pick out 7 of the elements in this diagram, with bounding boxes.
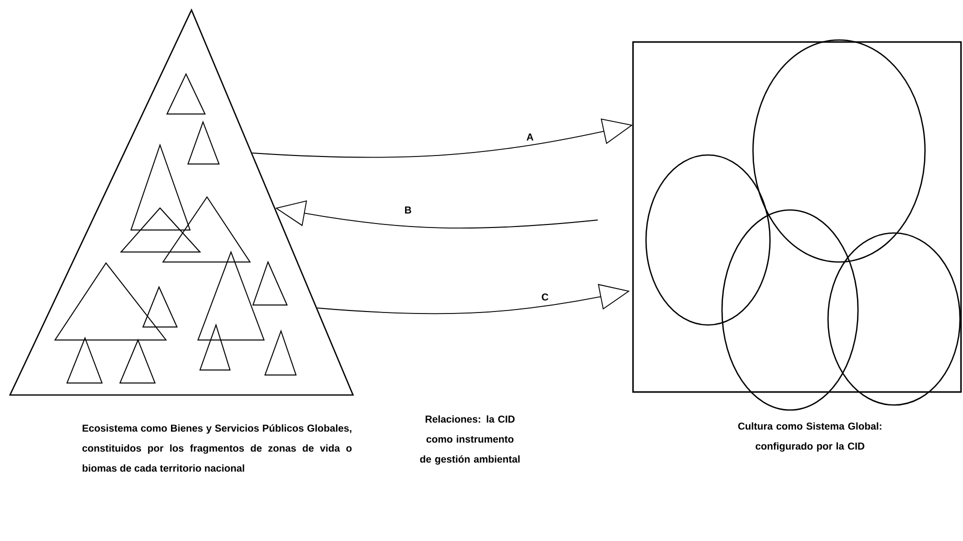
node-label: Ecosistema como Bienes y Servicios Públicos Globales, constituidos por los fragmentos de zonas de vida o biomas de cada territorio nacional: [82, 424, 352, 472]
edge-label: C: [540, 292, 550, 302]
edge-label: A: [525, 132, 535, 142]
edge-label: B: [403, 206, 413, 214]
node-label: Cultura como Sistema Global: configurado por la CID: [738, 422, 882, 452]
circles-drawing: [632, 39, 962, 411]
note-text: Relaciones: la CID como instrumento de gestión ambiental: [420, 415, 520, 465]
